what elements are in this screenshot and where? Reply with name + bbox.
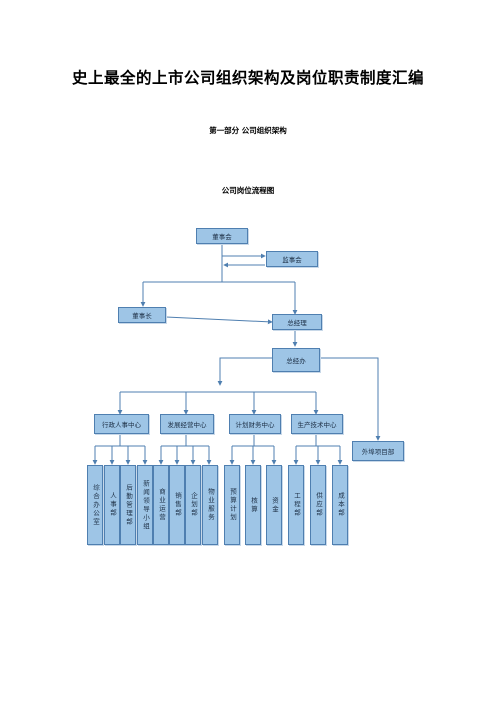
external-projects-box: 外埠项目部: [352, 441, 404, 461]
dept-sales-label: 销售部: [173, 492, 182, 518]
dept-logistics-label: 后勤管理部: [124, 483, 133, 527]
dept-property: 物业服务: [202, 465, 218, 545]
part-heading: 第一部分 公司组织架构: [209, 126, 287, 135]
dept-recruitment-label: 新闻领导小组: [141, 479, 150, 531]
dept-engineering-label: 工程部: [292, 492, 301, 518]
dept-cost: 成本部: [332, 465, 348, 545]
dept-business-operations: 商业运营: [153, 465, 169, 545]
chairman-box: 董事长: [118, 307, 166, 323]
dept-budget-plan: 预算计划: [224, 465, 240, 545]
dept-budget-plan-label: 预算计划: [228, 488, 237, 522]
dept-treasury-label: 资金: [270, 496, 279, 514]
dept-business-operations-label: 商业运营: [157, 488, 166, 522]
dept-sales: 销售部: [169, 465, 185, 545]
admin-hr-center-label: 行政人事中心: [102, 421, 141, 429]
dept-property-label: 物业服务: [206, 488, 215, 522]
dept-recruitment: 新闻领导小组: [137, 465, 153, 545]
dept-logistics: 后勤管理部: [120, 465, 136, 545]
dept-hr: 人事部: [104, 465, 120, 545]
development-center-box: 发展经营中心: [160, 414, 214, 434]
dept-treasury: 资金: [266, 465, 282, 545]
development-center-label: 发展经营中心: [167, 421, 207, 429]
dept-planning-label: 企划部: [189, 492, 198, 518]
gm-office-box: 总经办: [272, 348, 320, 372]
dept-engineering: 工程部: [288, 465, 304, 545]
dept-accounting: 核算: [245, 465, 261, 545]
board-box: 董事会: [196, 228, 248, 244]
chart-heading: 公司岗位流程图: [221, 186, 275, 195]
dept-general-office: 综合办公室: [87, 465, 103, 545]
planning-finance-center-box: 计划财务中心: [229, 414, 281, 434]
document-title: 史上最全的上市公司组织架构及岗位职责制度汇编: [71, 68, 424, 87]
production-tech-center-box: 生产技术中心: [291, 414, 343, 434]
production-tech-center-label: 生产技术中心: [297, 421, 337, 429]
dept-supply: 供应部: [310, 465, 326, 545]
dept-planning: 企划部: [185, 465, 201, 545]
supervisors-box: 监事会: [266, 251, 318, 267]
dept-hr-label: 人事部: [108, 492, 117, 518]
dept-general-office-label: 综合办公室: [91, 483, 100, 527]
planning-finance-center-label: 计划财务中心: [235, 421, 275, 429]
general-manager-box: 总经理: [272, 314, 322, 330]
dept-accounting-label: 核算: [249, 496, 258, 514]
dept-supply-label: 供应部: [314, 492, 323, 518]
dept-cost-label: 成本部: [336, 492, 345, 518]
admin-hr-center-box: 行政人事中心: [94, 414, 149, 434]
